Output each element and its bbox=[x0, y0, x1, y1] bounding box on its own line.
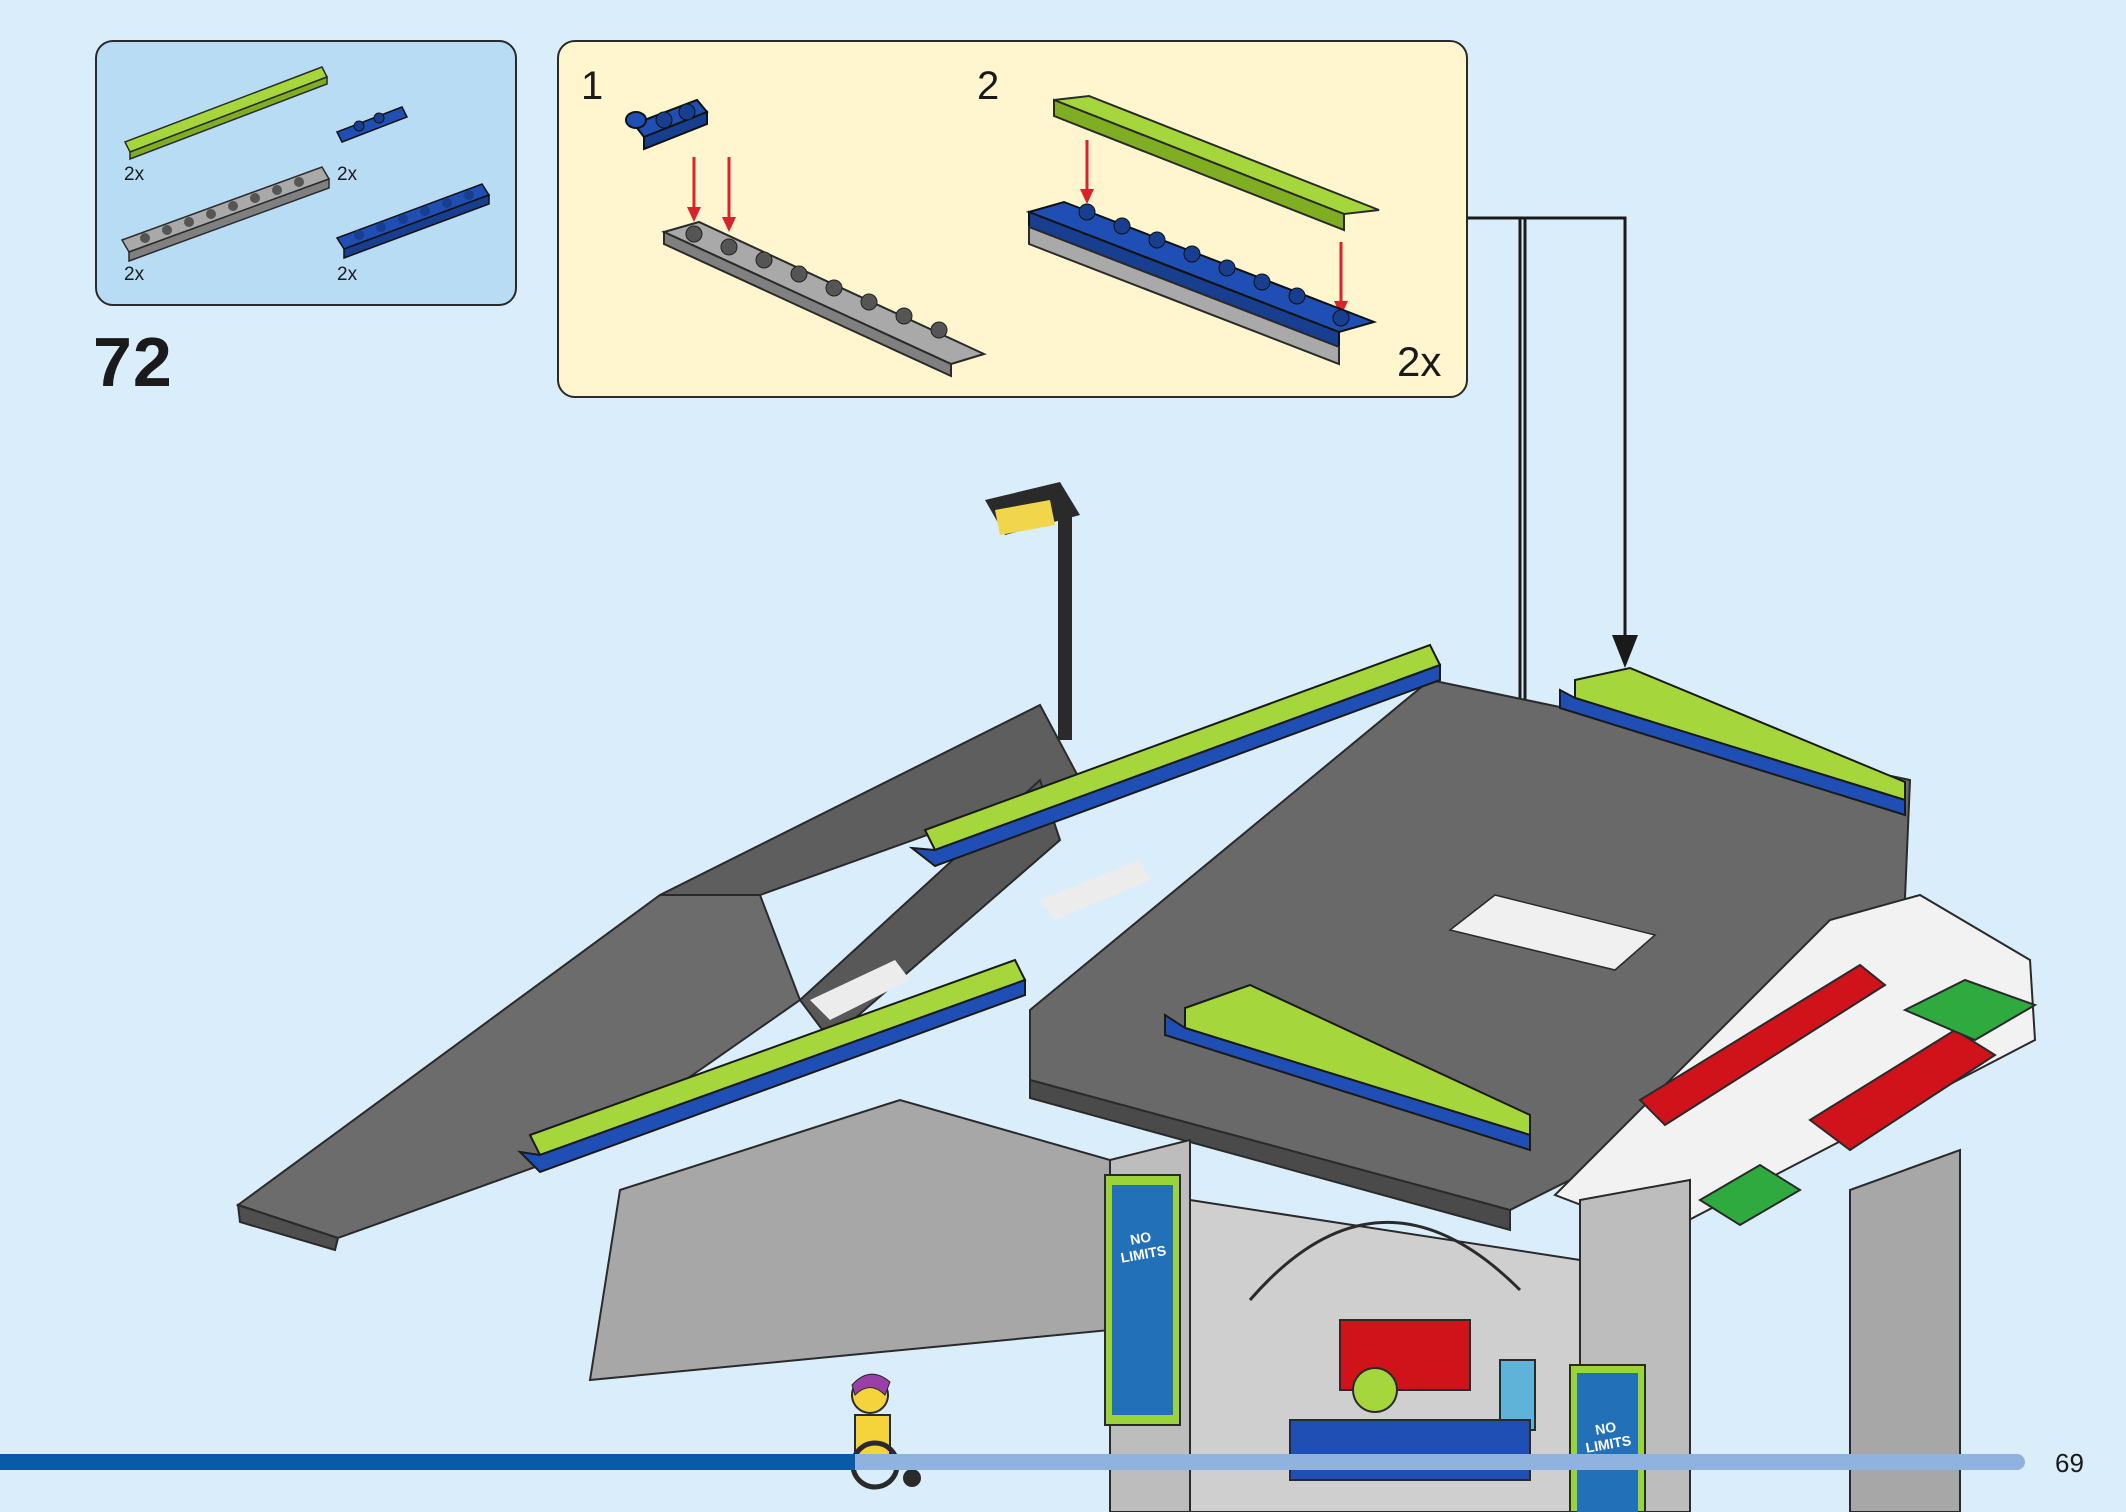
sub-assembly-illustration bbox=[625, 94, 1380, 378]
sub-assembly-box: 1 2 2x bbox=[557, 40, 1468, 398]
progress-bar-remaining bbox=[855, 1454, 2025, 1470]
page-number: 69 bbox=[2055, 1448, 2084, 1478]
part-qty: 2x bbox=[337, 164, 358, 185]
step-number: 72 bbox=[93, 323, 173, 401]
sub-assembly-multiplier: 2x bbox=[1397, 338, 1442, 385]
parts-list-illustration bbox=[120, 66, 491, 263]
part-qty: 2x bbox=[337, 264, 358, 285]
part-qty: 2x bbox=[124, 164, 145, 185]
part-qty: 2x bbox=[124, 264, 145, 285]
sub-step-1-number: 1 bbox=[581, 64, 604, 108]
parts-list-box: 2x 2x 2x 2x bbox=[95, 40, 517, 306]
sub-step-2-number: 2 bbox=[977, 64, 1000, 108]
progress-bar-completed bbox=[0, 1454, 855, 1470]
